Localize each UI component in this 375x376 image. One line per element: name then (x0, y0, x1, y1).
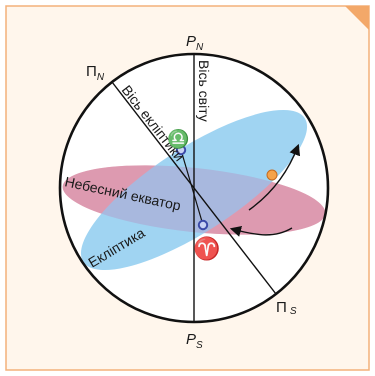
celestial-sphere-outline (58, 52, 330, 324)
ecliptic-north-pole-label: ΠN (86, 63, 105, 83)
equinox-point-icon (175, 144, 187, 156)
equinox-point-icon (197, 219, 209, 231)
curved-arrow-icon (229, 225, 293, 237)
world-axis-label: Вісь світу (196, 60, 212, 122)
sun-marker-icon (266, 169, 278, 181)
frame-corner (345, 6, 369, 30)
ecliptic-axis-line (111, 81, 277, 295)
vernal-equinox-symbol: ♈ (193, 236, 220, 261)
south-pole-label: PS (186, 331, 203, 351)
curved-arrow-icon (248, 143, 301, 211)
north-pole-label: PN (186, 33, 204, 53)
equinox-line (180, 149, 204, 226)
autumnal-equinox-symbol: ♎ (167, 128, 189, 149)
